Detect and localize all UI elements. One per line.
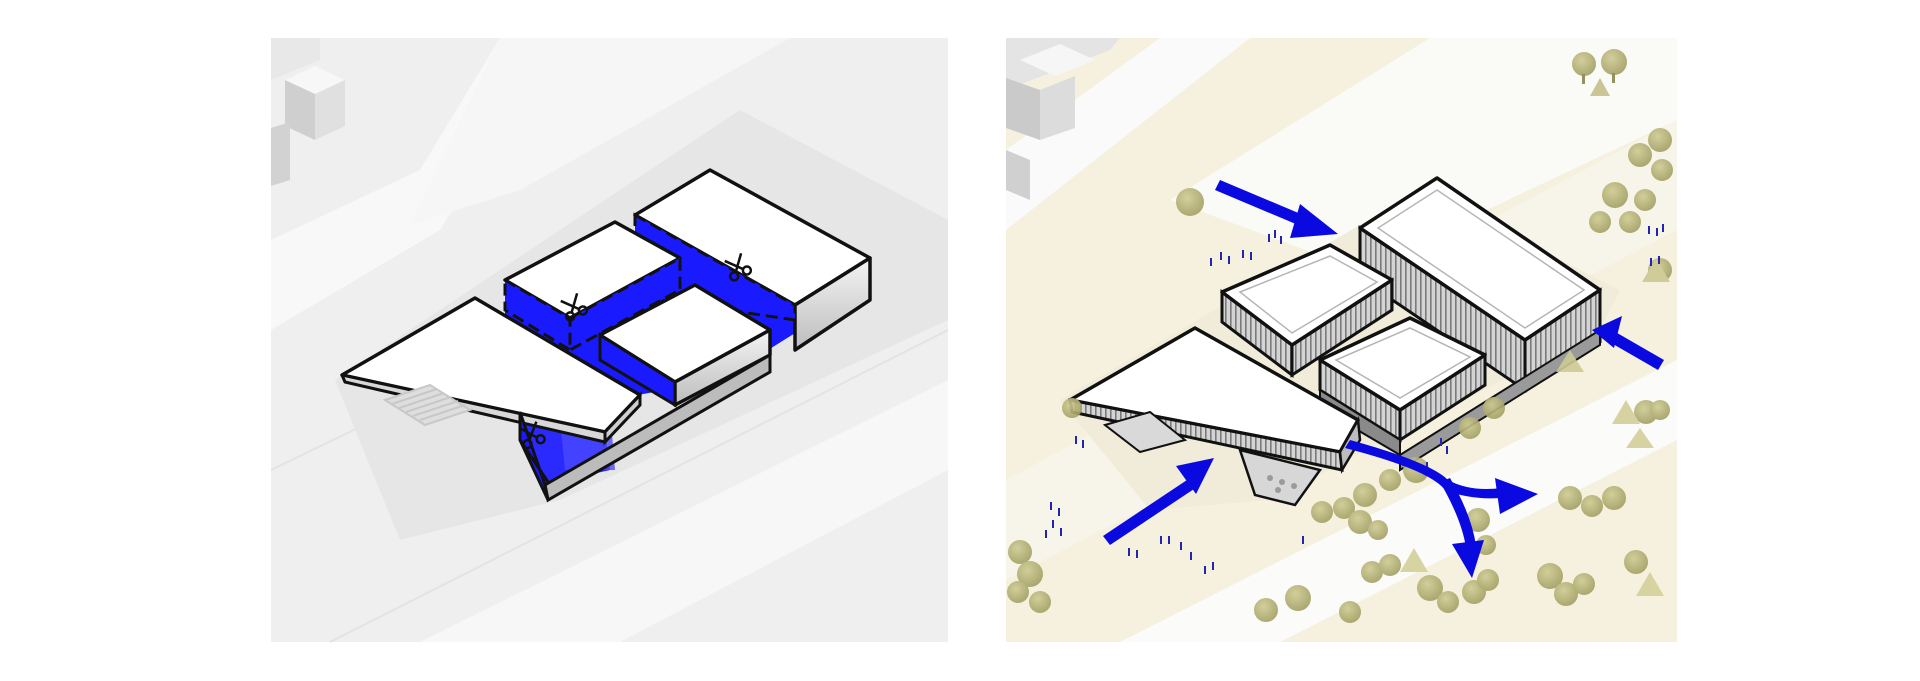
tree-icon bbox=[1648, 128, 1672, 152]
tree-icon bbox=[1008, 540, 1032, 564]
block-north-cut2 bbox=[568, 255, 682, 353]
arrow-icon bbox=[1440, 478, 1484, 578]
tree-icon bbox=[1017, 561, 1043, 587]
tree-icon bbox=[1285, 585, 1311, 611]
scissors-icon bbox=[560, 292, 589, 322]
tree-icon bbox=[1379, 469, 1401, 491]
tree-icon bbox=[1554, 582, 1578, 606]
tree-icon bbox=[1581, 495, 1603, 517]
tree-icon bbox=[1466, 508, 1490, 532]
road-band bbox=[1170, 38, 1677, 270]
tree-icon bbox=[1368, 520, 1388, 540]
people bbox=[1045, 224, 1664, 574]
tree-icon bbox=[1062, 398, 1082, 418]
block-mid-roof bbox=[1318, 316, 1487, 412]
tree-icon bbox=[1619, 211, 1641, 233]
tree-icon bbox=[1483, 397, 1505, 419]
tree-icon bbox=[1626, 428, 1654, 448]
person-icon bbox=[1268, 230, 1282, 244]
tree-icon bbox=[1602, 182, 1628, 208]
block-east-side bbox=[793, 256, 872, 352]
block-north-roof-inner bbox=[1238, 255, 1379, 334]
arrow-icon bbox=[1215, 180, 1338, 238]
scissors-icon bbox=[724, 252, 753, 282]
tree-icon bbox=[1459, 417, 1481, 439]
person-icon bbox=[1302, 536, 1304, 544]
tree-icon bbox=[1590, 78, 1610, 96]
arrow-icon bbox=[1592, 316, 1664, 370]
tree-icon bbox=[1624, 550, 1648, 574]
tree-icon bbox=[1353, 483, 1377, 507]
block-mid-front bbox=[598, 332, 677, 408]
tree-icon bbox=[1029, 591, 1051, 613]
trees bbox=[1007, 49, 1673, 623]
tree-icon bbox=[1601, 49, 1627, 83]
tree-icon bbox=[1556, 350, 1584, 372]
tree-icon bbox=[1642, 258, 1670, 282]
tree-icon bbox=[1254, 598, 1278, 622]
tree-icon bbox=[1572, 52, 1596, 84]
tree-icon bbox=[1628, 143, 1652, 167]
road-band bbox=[1120, 360, 1677, 642]
scissors-icon bbox=[518, 421, 546, 450]
block-north-roof bbox=[1220, 243, 1394, 347]
tree-icon bbox=[1379, 554, 1401, 576]
tree-icon bbox=[1176, 188, 1204, 216]
sunken-court bbox=[1238, 448, 1323, 507]
block-mid-roof-inner bbox=[1334, 327, 1472, 399]
person-icon bbox=[1210, 250, 1252, 266]
circulation-arrows bbox=[1103, 180, 1664, 578]
block-east-roof bbox=[1358, 176, 1602, 342]
entry-stairs bbox=[1102, 410, 1188, 454]
tree-icon bbox=[1339, 601, 1361, 623]
tree-icon bbox=[1612, 400, 1640, 424]
context-buildings bbox=[271, 38, 345, 186]
wedge-tip bbox=[603, 391, 642, 446]
road-band bbox=[410, 38, 790, 225]
road-band bbox=[1006, 38, 1250, 230]
person-icon bbox=[1648, 224, 1664, 266]
tree-icon bbox=[1400, 548, 1428, 572]
tree-icon bbox=[1007, 581, 1029, 603]
arrow-icon bbox=[1103, 458, 1214, 545]
tree-icon bbox=[1437, 591, 1459, 613]
tree-icon bbox=[1650, 400, 1670, 420]
tree-icon bbox=[1361, 561, 1383, 583]
tree-icon bbox=[1636, 572, 1664, 596]
person-icon bbox=[1128, 536, 1214, 574]
tree-icon bbox=[1573, 573, 1595, 595]
tree-icon bbox=[1558, 486, 1582, 510]
block-east-roof-inner bbox=[1376, 189, 1586, 329]
context-buildings bbox=[1006, 38, 1120, 200]
person-icon bbox=[1075, 436, 1084, 448]
tree-icon bbox=[1311, 501, 1333, 523]
person-icon bbox=[1426, 438, 1448, 470]
court-dots bbox=[1267, 475, 1297, 493]
person-icon bbox=[1045, 502, 1062, 538]
support-cut bbox=[518, 411, 550, 501]
road-band bbox=[420, 380, 948, 642]
massing-cuts-panel bbox=[270, 38, 949, 643]
tree-icon bbox=[1333, 497, 1355, 519]
tree-icon bbox=[1476, 535, 1496, 555]
tree-icon bbox=[1477, 569, 1499, 591]
tree-icon bbox=[1602, 486, 1626, 510]
tree-icon bbox=[1634, 189, 1656, 211]
block-north-cut bbox=[503, 277, 572, 353]
arrow-icon bbox=[1345, 440, 1538, 514]
tree-icon bbox=[1589, 211, 1611, 233]
tree-icon bbox=[1537, 563, 1563, 589]
tree-icon bbox=[1417, 575, 1443, 601]
stairs bbox=[382, 383, 473, 427]
tree-icon bbox=[1651, 159, 1673, 181]
site-circulation-panel bbox=[1006, 38, 1677, 642]
tree-icon bbox=[1348, 510, 1372, 534]
